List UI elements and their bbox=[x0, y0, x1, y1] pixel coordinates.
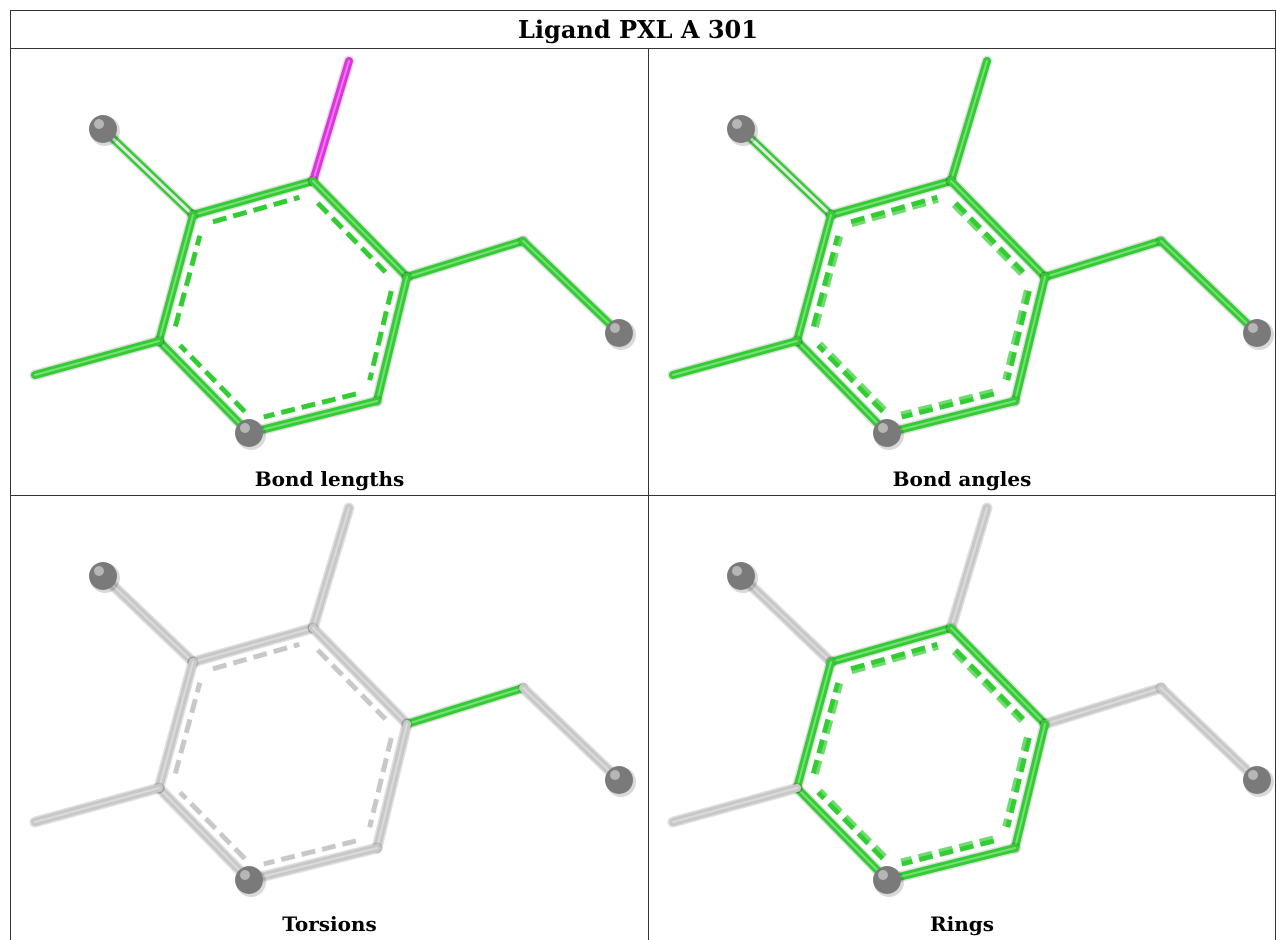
bond-eh bbox=[1002, 718, 1051, 854]
bond-eh bbox=[1002, 271, 1051, 407]
bond-ab bbox=[735, 570, 837, 668]
bond-bc bbox=[187, 622, 319, 672]
panel-rings: Rings bbox=[649, 496, 1275, 940]
panel-bond-lengths: Bond lengths bbox=[11, 49, 648, 495]
atom-highlight bbox=[1248, 323, 1258, 333]
atom-sphere bbox=[235, 419, 263, 447]
bond-ij bbox=[153, 335, 255, 439]
molecule-bond-lengths bbox=[29, 55, 636, 450]
bond-jb bbox=[791, 656, 844, 794]
atom-highlight bbox=[240, 870, 250, 880]
atom-highlight bbox=[94, 119, 104, 129]
panel-caption: Torsions bbox=[282, 912, 377, 936]
bond-ab bbox=[97, 570, 199, 668]
bond-cd bbox=[307, 502, 355, 634]
panel-caption: Bond lengths bbox=[254, 467, 405, 491]
bond-ab bbox=[97, 123, 199, 221]
bond-ij bbox=[791, 782, 893, 886]
bond-ef bbox=[401, 235, 529, 283]
atom-highlight bbox=[610, 770, 620, 780]
atom-highlight bbox=[240, 423, 250, 433]
border-top bbox=[10, 10, 1276, 11]
atom-highlight bbox=[1248, 770, 1258, 780]
bond-ce bbox=[945, 622, 1051, 730]
bond-ef bbox=[1039, 235, 1167, 283]
bond-eh bbox=[367, 718, 413, 854]
atom-sphere bbox=[605, 766, 633, 794]
atom-highlight bbox=[878, 423, 888, 433]
bond-ef bbox=[401, 682, 529, 730]
atom-sphere bbox=[873, 866, 901, 894]
figure-title: Ligand PXL A 301 bbox=[518, 14, 758, 44]
bond-ij bbox=[153, 782, 255, 886]
bond-bc bbox=[825, 622, 957, 675]
bond-hi bbox=[243, 838, 383, 886]
atom-sphere bbox=[873, 419, 901, 447]
atom-sphere bbox=[235, 866, 263, 894]
atom-sphere bbox=[1243, 319, 1271, 347]
molecule-rings bbox=[667, 502, 1274, 897]
bond-jk bbox=[667, 782, 803, 828]
column-divider bbox=[648, 48, 649, 940]
bond-ce bbox=[307, 175, 413, 283]
atom-highlight bbox=[94, 566, 104, 576]
atom-sphere bbox=[727, 115, 755, 143]
bond-ef bbox=[1039, 682, 1167, 730]
bond-jb bbox=[153, 656, 203, 794]
bond-bc bbox=[187, 175, 319, 225]
bond-jb bbox=[153, 209, 203, 347]
atom-sphere bbox=[605, 319, 633, 347]
bond-fg bbox=[1155, 235, 1263, 339]
panel-torsions: Torsions bbox=[11, 496, 648, 940]
bond-jk bbox=[667, 335, 803, 381]
bond-ij bbox=[791, 335, 893, 439]
bond-fg bbox=[1155, 682, 1263, 786]
bond-hi bbox=[881, 388, 1021, 439]
row-divider bbox=[10, 495, 1276, 496]
bond-fg bbox=[517, 682, 625, 786]
atom-highlight bbox=[610, 323, 620, 333]
border-left bbox=[10, 10, 11, 940]
atom-sphere bbox=[89, 115, 117, 143]
panel-caption: Rings bbox=[929, 912, 994, 936]
bond-fg bbox=[517, 235, 625, 339]
bond-hi bbox=[243, 391, 383, 439]
atom-sphere bbox=[1243, 766, 1271, 794]
atom-sphere bbox=[89, 562, 117, 590]
atom-highlight bbox=[878, 870, 888, 880]
atom-highlight bbox=[732, 119, 742, 129]
atom-highlight bbox=[732, 566, 742, 576]
bond-cd bbox=[307, 55, 355, 187]
bond-hi bbox=[881, 835, 1021, 886]
bond-jk bbox=[29, 335, 165, 381]
bond-cd bbox=[945, 502, 993, 634]
bond-ce bbox=[307, 622, 413, 730]
bond-bc bbox=[825, 175, 957, 228]
title-divider bbox=[10, 48, 1276, 49]
panel-caption: Bond angles bbox=[892, 467, 1032, 491]
bond-cd bbox=[945, 55, 993, 187]
bond-eh bbox=[367, 271, 413, 407]
molecule-bond-angles bbox=[667, 55, 1274, 450]
bond-ab bbox=[735, 123, 837, 221]
molecule-torsions bbox=[29, 502, 636, 897]
bond-ce bbox=[945, 175, 1051, 283]
panel-bond-angles: Bond angles bbox=[649, 49, 1275, 495]
atom-sphere bbox=[727, 562, 755, 590]
bond-jk bbox=[29, 782, 165, 828]
bond-jb bbox=[791, 209, 844, 347]
